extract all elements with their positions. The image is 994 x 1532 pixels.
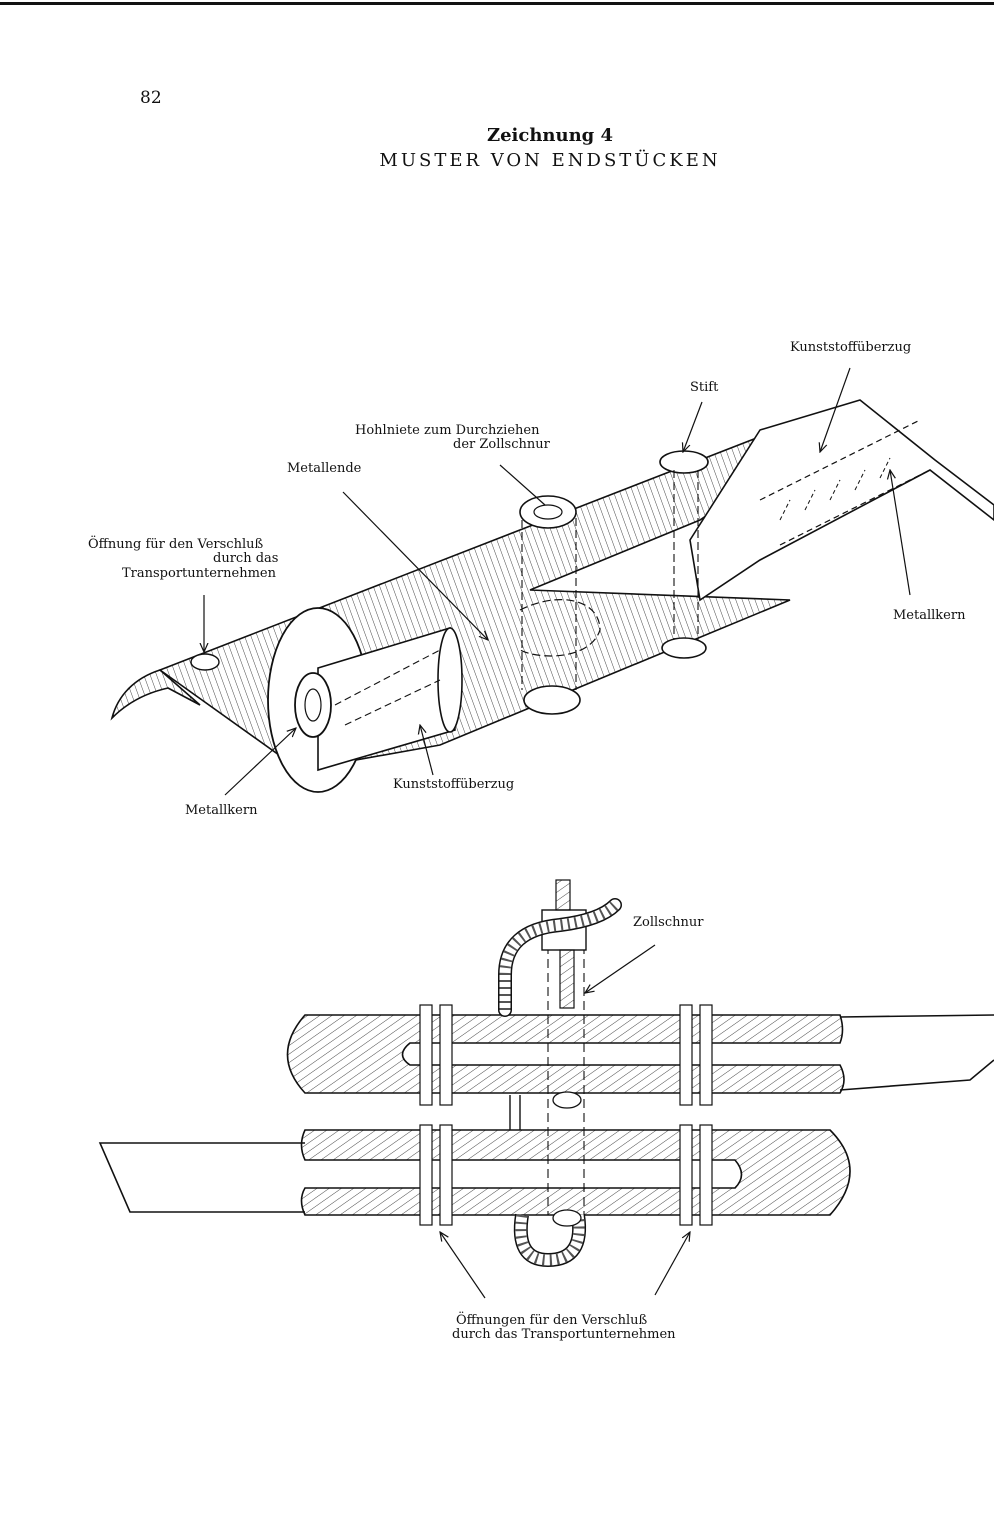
figure-2-cord-loop bbox=[98, 879, 994, 1299]
opening-notch bbox=[190, 653, 220, 671]
hollow-rivet bbox=[519, 495, 601, 715]
label-customs-cord: Zollschnur bbox=[633, 915, 704, 930]
top-rule bbox=[0, 2, 994, 5]
label-pin: Stift bbox=[690, 380, 719, 395]
label-rivet-line2: der Zollschnur bbox=[453, 437, 550, 452]
label-opening-line3: Transportunternehmen bbox=[122, 566, 276, 581]
label-metal-end: Metallende bbox=[287, 461, 362, 476]
label-plastic-cover-bottom: Kunststoffüberzug bbox=[393, 777, 515, 792]
label-rivet-line1: Hohlniete zum Durchziehen bbox=[355, 423, 540, 438]
metal-core-end bbox=[294, 672, 332, 738]
closure-bands bbox=[419, 1004, 713, 1226]
page-number: 82 bbox=[140, 88, 162, 108]
figure-1-end-piece bbox=[110, 367, 994, 796]
upper-strap-loop bbox=[286, 1014, 845, 1094]
lower-strap-loop bbox=[300, 1129, 851, 1216]
label-opening-line2: durch das bbox=[213, 551, 279, 566]
label-openings-line2: durch das Transportunternehmen bbox=[452, 1327, 676, 1342]
label-plastic-cover-top: Kunststoffüberzug bbox=[790, 340, 912, 355]
curled-tip bbox=[110, 669, 201, 721]
drawing-subtitle: MUSTER VON ENDSTÜCKEN bbox=[379, 150, 721, 171]
drawing-title: Zeichnung 4 bbox=[486, 125, 614, 146]
metal-end-body bbox=[158, 424, 817, 771]
label-metal-core-left: Metallkern bbox=[185, 803, 258, 818]
label-metal-core-right: Metallkern bbox=[893, 608, 966, 623]
label-openings-line1: Öffnungen für den Verschluß bbox=[456, 1313, 648, 1328]
label-opening-line1: Öffnung für den Verschluß bbox=[88, 537, 264, 552]
pin bbox=[659, 450, 709, 659]
plastic-cover-right bbox=[689, 399, 994, 602]
